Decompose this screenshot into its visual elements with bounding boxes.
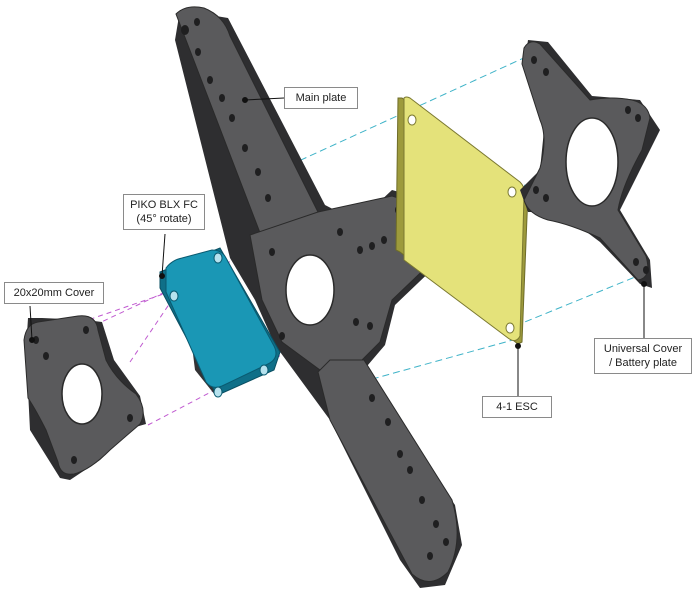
universal-cover-center-hole <box>565 117 619 207</box>
label-small-cover-text: 20x20mm Cover <box>13 287 95 299</box>
fc-board-face <box>165 249 277 388</box>
fc-mount-holes <box>169 252 269 398</box>
universal-cover-plate <box>520 40 660 288</box>
label-universal-line2: / Battery plate <box>609 357 677 369</box>
main-plate-arm-bottom <box>317 359 458 582</box>
main-plate-holes <box>181 18 449 560</box>
esc-board-face <box>403 96 525 342</box>
leader-lines <box>29 97 647 396</box>
esc-mount-holes <box>407 114 517 334</box>
label-fc: PIKO BLX FC (45° rotate) <box>123 194 205 230</box>
universal-cover-holes <box>531 56 649 274</box>
label-esc: 4-1 ESC <box>482 396 552 418</box>
small-cover-center-hole <box>61 363 103 425</box>
small-cover-holes <box>33 326 133 464</box>
label-small-cover: 20x20mm Cover <box>4 282 104 304</box>
main-plate-arm-top <box>175 6 319 241</box>
label-universal-cover: Universal Cover / Battery plate <box>594 338 692 374</box>
main-plate <box>175 6 462 588</box>
main-plate-center-hole <box>285 254 335 326</box>
flight-controller-board <box>159 247 281 398</box>
label-fc-line2: (45° rotate) <box>136 213 192 225</box>
label-esc-text: 4-1 ESC <box>496 401 538 413</box>
label-main-plate-text: Main plate <box>295 92 347 104</box>
label-main-plate: Main plate <box>284 87 358 109</box>
label-universal-line1: Universal Cover <box>603 343 683 355</box>
esc-board <box>395 96 529 345</box>
label-fc-line1: PIKO BLX FC <box>130 199 198 211</box>
main-plate-center <box>249 195 441 371</box>
small-cover-plate <box>23 315 146 480</box>
